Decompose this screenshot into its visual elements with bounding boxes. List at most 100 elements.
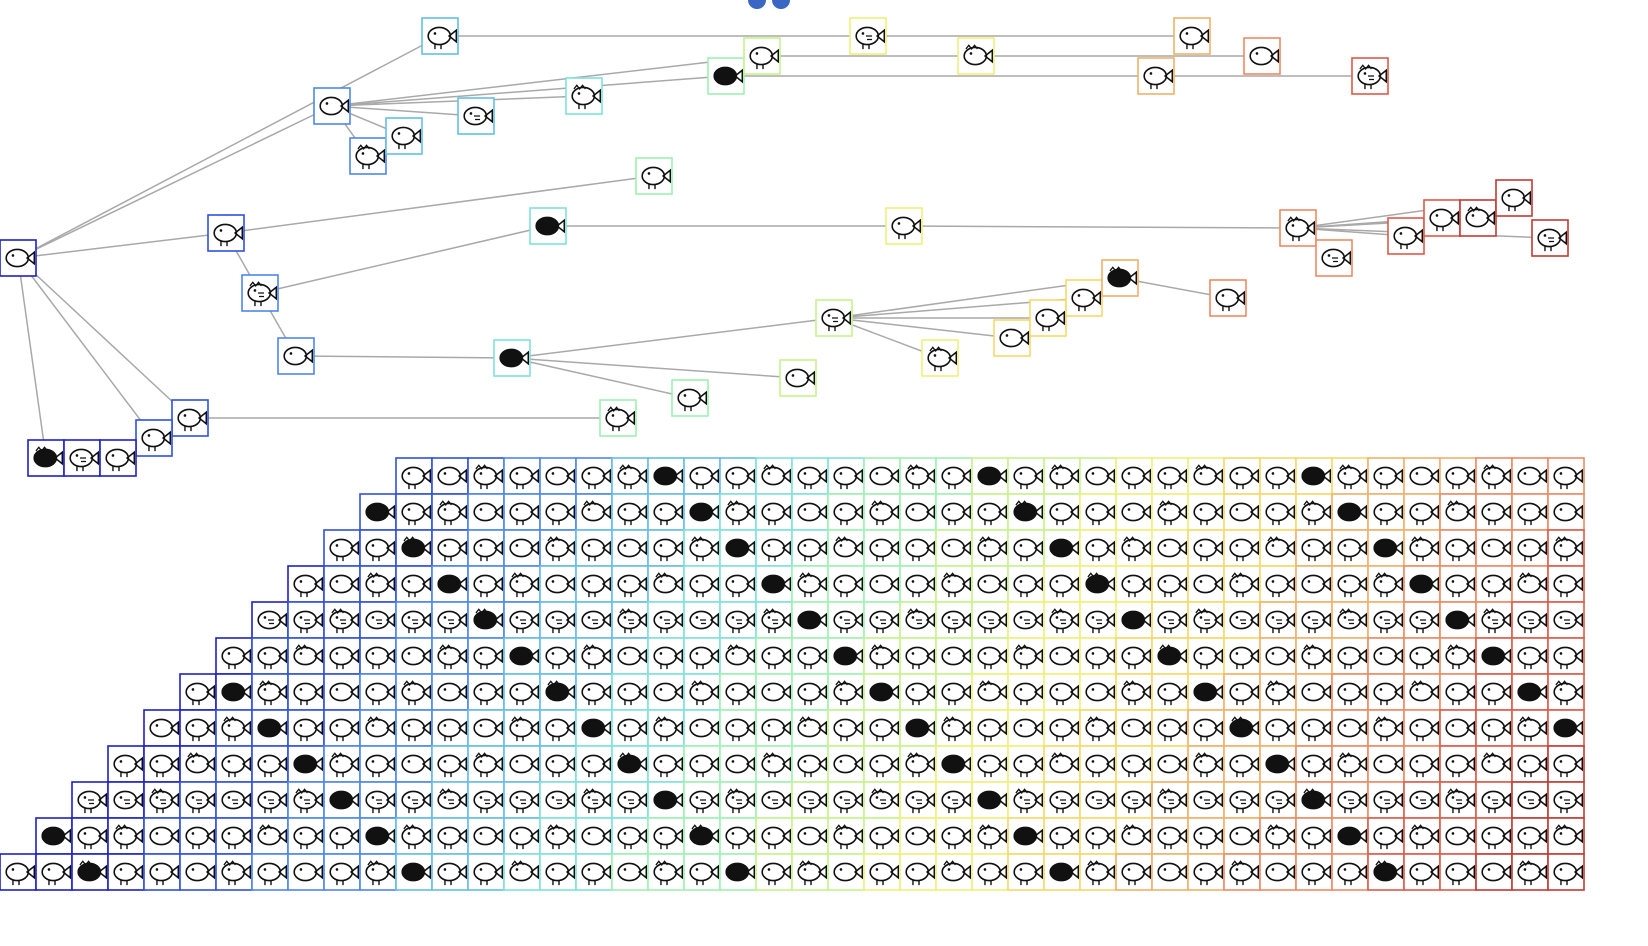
creature-tail xyxy=(961,792,972,808)
creature-eye xyxy=(335,724,339,727)
grid-cell xyxy=(431,637,469,675)
creature-tail xyxy=(637,864,648,880)
creature-tail xyxy=(745,720,756,736)
creature-tail xyxy=(1465,792,1476,808)
creature-body xyxy=(1121,718,1146,738)
creature-tail xyxy=(421,504,432,520)
creature-legs xyxy=(408,592,416,598)
creature-body xyxy=(1337,502,1362,522)
creature-tail xyxy=(457,612,468,628)
grid-cell xyxy=(1475,565,1513,603)
creature-legs xyxy=(1416,664,1424,670)
creature-eye xyxy=(947,580,951,583)
creature-tail xyxy=(89,450,100,466)
creature-tail xyxy=(997,864,1008,880)
creature-body xyxy=(1301,610,1326,630)
creature-body xyxy=(473,754,498,774)
creature-eye xyxy=(983,508,987,511)
creature-tail xyxy=(1213,828,1224,844)
grid-cell xyxy=(683,817,721,855)
creature-body xyxy=(185,862,210,882)
creature-tail xyxy=(1501,720,1512,736)
creature-body xyxy=(1157,790,1182,810)
creature-eye xyxy=(1543,234,1547,237)
creature-body xyxy=(1517,538,1542,558)
creature-eye xyxy=(875,688,879,691)
grid-cell xyxy=(431,709,469,747)
creature-body xyxy=(509,502,534,522)
creature-eye xyxy=(695,796,699,799)
creature-spikes xyxy=(1555,824,1568,830)
creature-eye xyxy=(551,760,555,763)
creature-tail xyxy=(601,756,612,772)
creature-spikes xyxy=(259,824,272,830)
creature-body xyxy=(761,754,786,774)
creature-legs xyxy=(408,484,416,490)
creature-body xyxy=(509,826,534,846)
grid-cell xyxy=(1295,817,1333,855)
creature-body xyxy=(365,862,390,882)
creature-tail xyxy=(925,684,936,700)
creature-legs xyxy=(1056,736,1064,742)
creature-spikes xyxy=(871,788,884,794)
creature-eye xyxy=(803,472,807,475)
grid-cell xyxy=(611,565,649,603)
creature-pattern xyxy=(1367,75,1375,81)
grid-cell xyxy=(647,781,685,819)
creature-spikes xyxy=(1231,716,1244,722)
creature-body xyxy=(1445,574,1470,594)
creature-tail xyxy=(769,48,780,64)
creature-eye xyxy=(875,832,879,835)
creature-eye xyxy=(1113,274,1117,277)
creature-eye xyxy=(1199,868,1203,871)
creature-tail xyxy=(1069,576,1080,592)
creature-body xyxy=(1157,826,1182,846)
creature-pattern xyxy=(1331,257,1339,263)
creature-legs xyxy=(1236,664,1244,670)
creature-tail xyxy=(1465,648,1476,664)
creature-pattern xyxy=(1347,619,1355,625)
creature-body xyxy=(1085,790,1110,810)
creature-body xyxy=(1357,66,1382,86)
creature-body xyxy=(437,826,462,846)
creature-eye xyxy=(335,832,339,835)
creature-eye xyxy=(659,868,663,871)
creature-eye xyxy=(361,152,365,155)
grid-cell xyxy=(1043,457,1081,495)
creature-tail xyxy=(889,684,900,700)
creature-legs xyxy=(984,628,992,634)
creature-tail xyxy=(1557,230,1568,246)
creature-spikes xyxy=(799,572,812,578)
creature-tail xyxy=(1069,504,1080,520)
creature-tail xyxy=(781,720,792,736)
creature-eye xyxy=(479,832,483,835)
creature-tail xyxy=(1413,228,1424,244)
creature-spikes xyxy=(439,500,452,506)
creature-eye xyxy=(289,352,293,355)
creature-body xyxy=(905,646,930,666)
creature-eye xyxy=(767,868,771,871)
creature-tail xyxy=(25,864,36,880)
creature-body xyxy=(689,502,714,522)
creature-eye xyxy=(695,472,699,475)
tree-node xyxy=(207,214,245,252)
creature-tail xyxy=(961,612,972,628)
grid-cell xyxy=(1439,745,1477,783)
grid-cell xyxy=(935,493,973,531)
creature-eye xyxy=(803,796,807,799)
creature-pattern xyxy=(627,799,635,805)
creature-body xyxy=(855,26,880,46)
creature-eye xyxy=(659,652,663,655)
creature-tail xyxy=(673,576,684,592)
creature-legs xyxy=(768,556,776,562)
creature-tail xyxy=(1105,684,1116,700)
creature-legs xyxy=(1164,700,1172,706)
creature-pattern xyxy=(843,799,851,805)
creature-tail xyxy=(1573,468,1584,484)
creature-body xyxy=(869,502,894,522)
grid-cell xyxy=(647,673,685,711)
node-frame xyxy=(971,565,1009,603)
creature-eye xyxy=(1271,760,1275,763)
creature-body xyxy=(401,466,426,486)
creature-legs xyxy=(552,736,560,742)
